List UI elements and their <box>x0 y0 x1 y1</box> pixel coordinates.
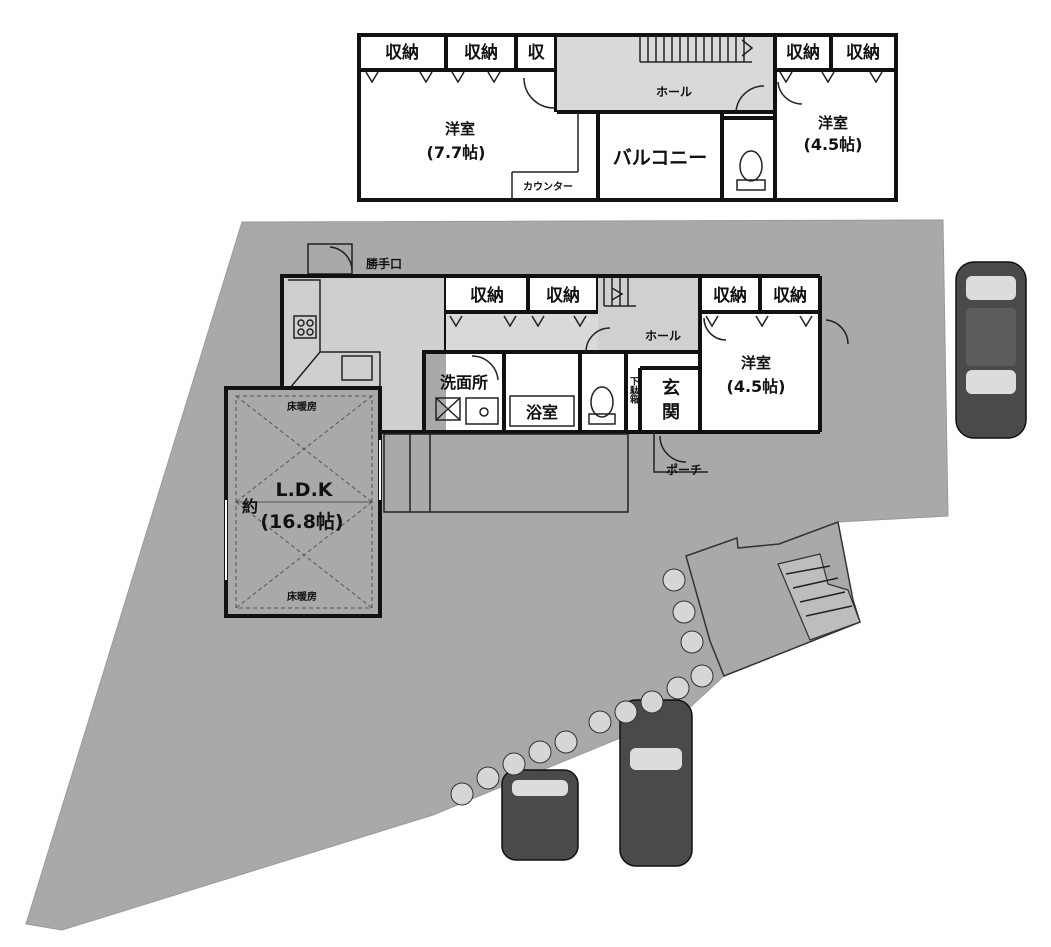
back-door-label: 勝手口 <box>366 256 402 271</box>
ground-room-label: 洋室 <box>741 354 771 372</box>
bath-label: 浴室 <box>526 403 558 422</box>
upper-storage-3-label: 収 <box>528 43 546 63</box>
car-bottom-left <box>501 769 579 861</box>
entry-steps <box>685 520 861 677</box>
car-right <box>955 261 1027 439</box>
ground-toilet-icon <box>588 386 616 425</box>
upper-room-right-label: 洋室 <box>818 114 848 132</box>
ground-room-size: (4.5帖) <box>727 377 786 396</box>
entrance-label-1: 玄 <box>662 377 680 399</box>
upper-stairs <box>639 37 754 63</box>
car-bottom-center <box>619 699 693 867</box>
floor-heating-top-label: 床暖房 <box>287 400 317 413</box>
upper-toilet-icon <box>736 150 766 191</box>
upper-counter-label: カウンター <box>523 181 573 193</box>
upper-storage-5-label: 収納 <box>846 42 880 63</box>
upper-storage-2-label: 収納 <box>464 42 498 63</box>
upper-hall-label: ホール <box>656 85 692 99</box>
ldk-approx-label: 約 <box>242 497 258 516</box>
upper-storage-1-label: 収納 <box>385 42 419 63</box>
washroom-label: 洗面所 <box>440 373 488 392</box>
upper-balcony-label: バルコニー <box>613 147 708 169</box>
upper-floor <box>357 33 898 202</box>
upper-room-left-label: 洋室 <box>445 120 475 138</box>
ground-storage-4-label: 収納 <box>773 285 807 306</box>
upper-room-left-size: (7.7帖) <box>427 143 486 162</box>
ground-storage-2-label: 収納 <box>546 285 580 306</box>
floor-heating-bottom-label: 床暖房 <box>287 590 317 603</box>
ground-storage-3-label: 収納 <box>713 285 747 306</box>
shrubs <box>450 568 714 806</box>
ground-stairs <box>603 278 636 307</box>
ground-floor <box>224 243 849 618</box>
upper-storage-4-label: 収納 <box>786 42 820 63</box>
ground-hall-label: ホール <box>645 329 681 343</box>
ldk-label: L.D.K <box>275 479 333 501</box>
entrance-label-2: 関 <box>662 402 680 423</box>
ground-storage-1-label: 収納 <box>470 285 504 306</box>
ldk-size-label: (16.8帖) <box>260 510 343 533</box>
upper-room-right-size: (4.5帖) <box>804 135 863 154</box>
shoe-box-label: 下駄箱 <box>628 376 639 404</box>
porch-label: ポーチ <box>666 462 702 477</box>
